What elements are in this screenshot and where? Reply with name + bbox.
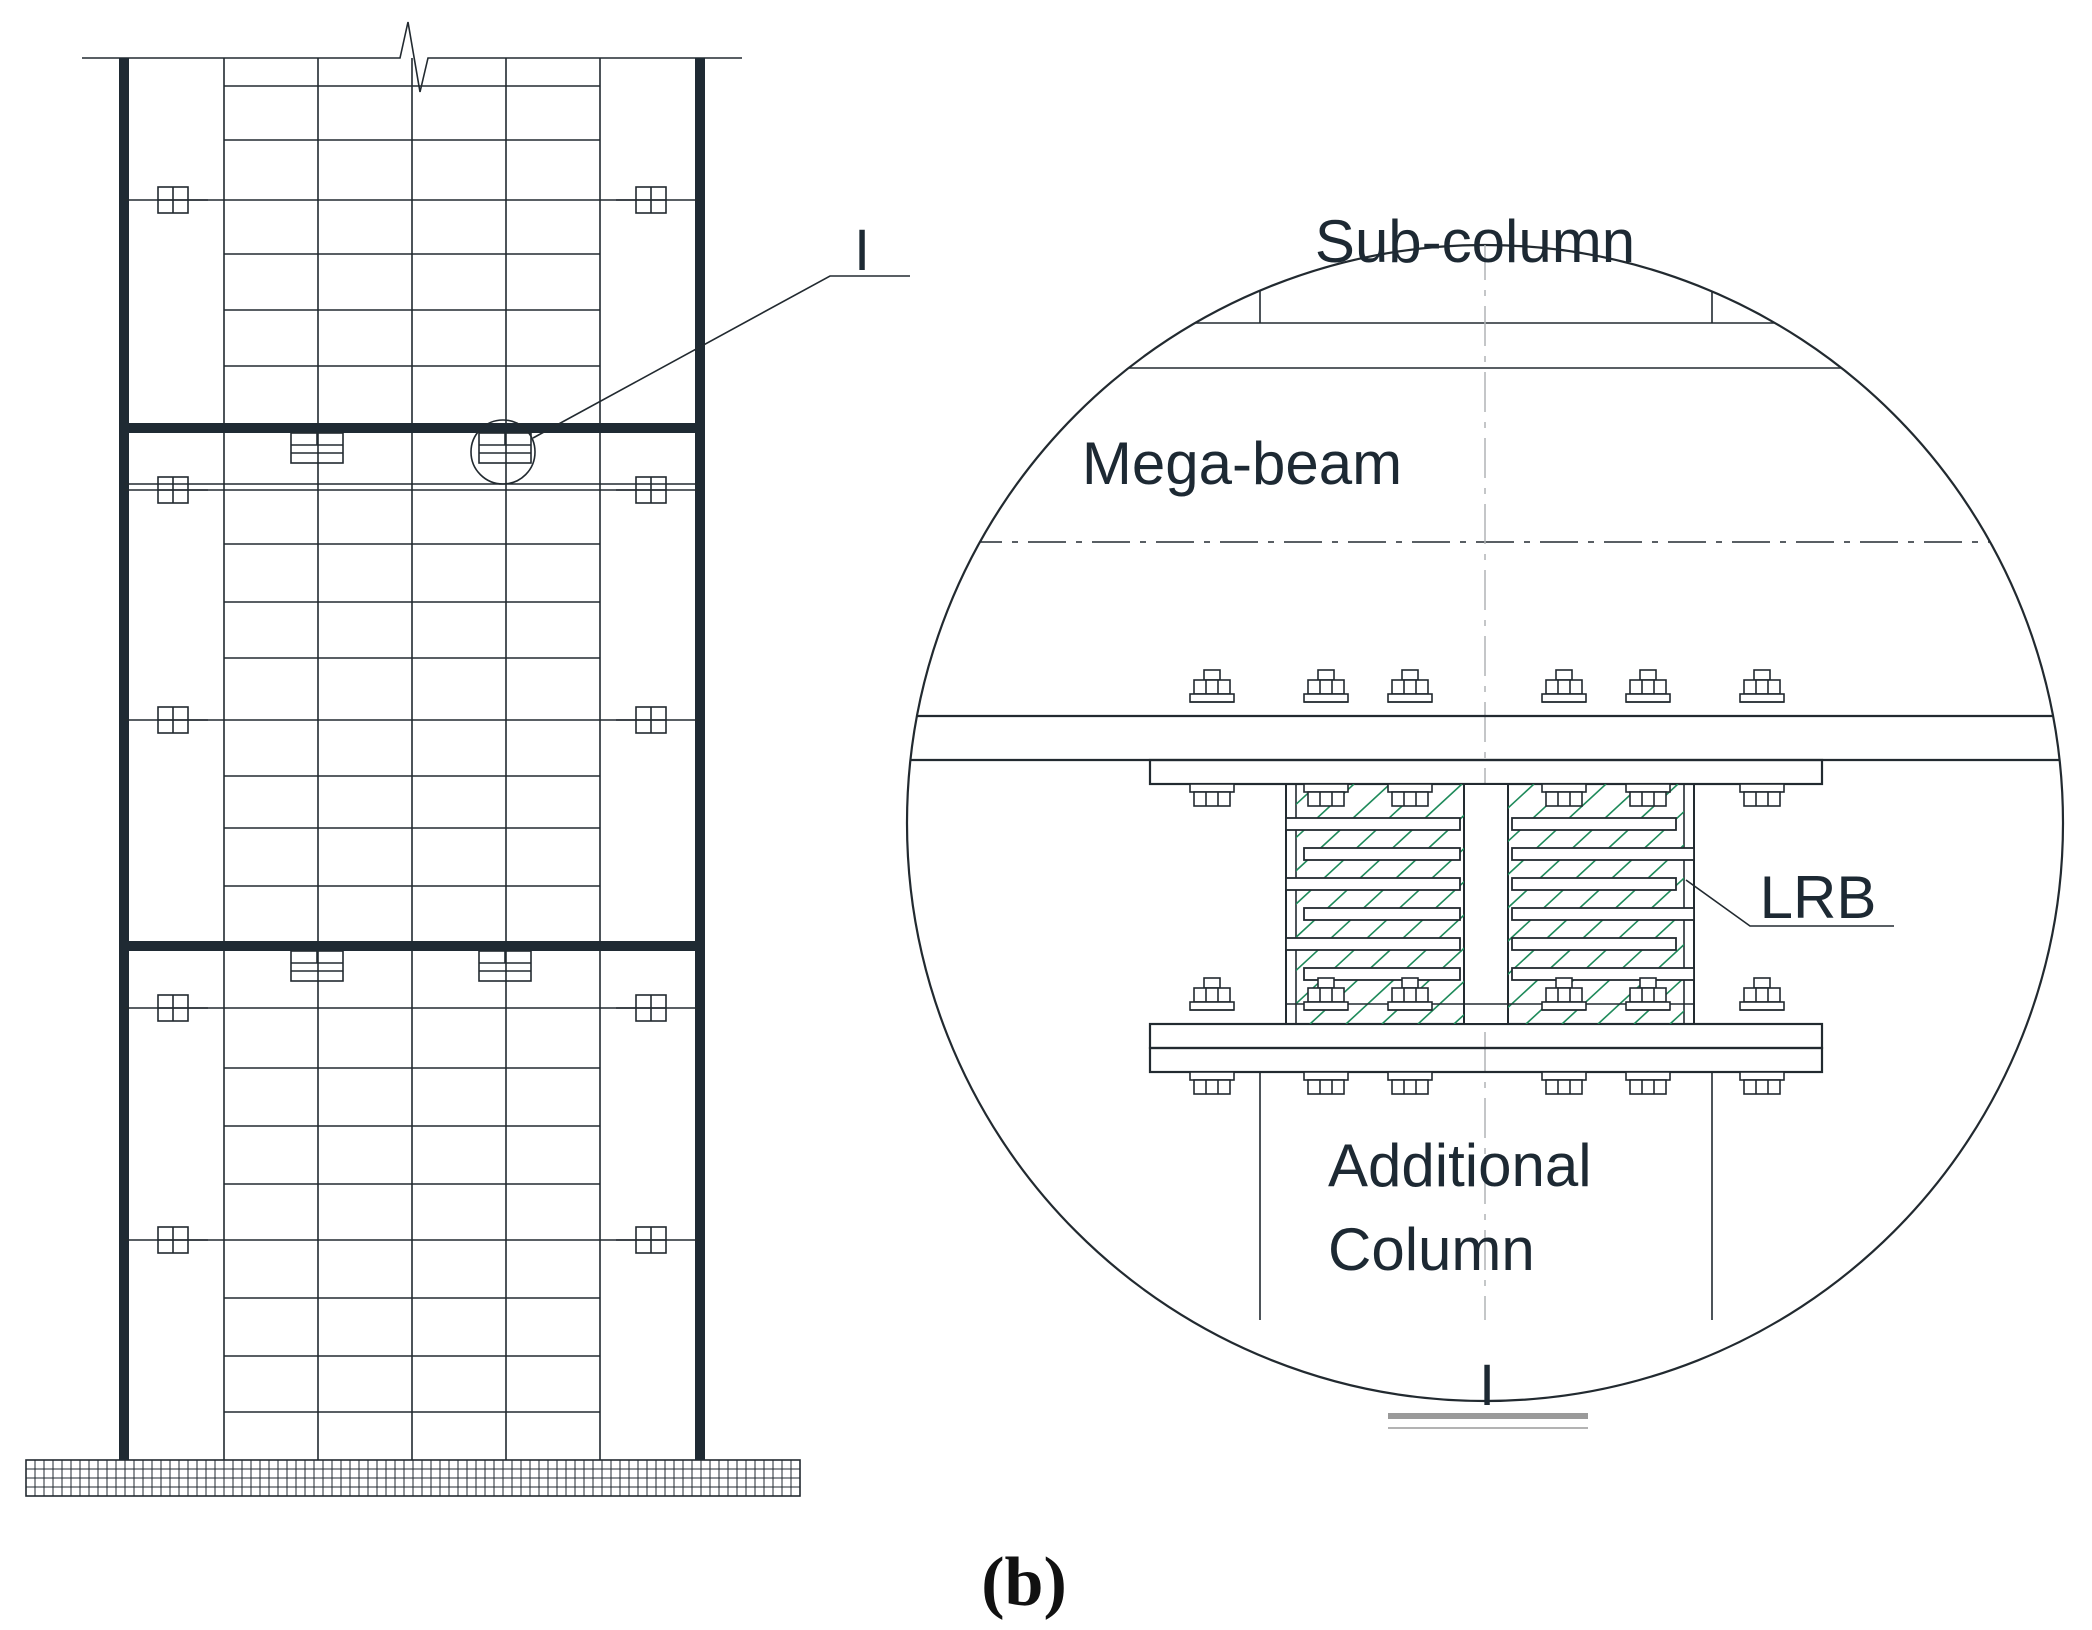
side-bearing-symbol	[157, 186, 208, 214]
mega-frame	[119, 58, 705, 1460]
bolt	[1739, 669, 1785, 703]
beam-bearing-symbol	[290, 432, 344, 464]
bolt	[1387, 977, 1433, 1011]
side-bearing-symbol	[157, 476, 208, 504]
bottom-connection-plate	[1148, 1022, 1824, 1050]
anchor-bolts	[1189, 669, 1785, 1095]
additional-column-label-line1: Additional	[1328, 1132, 1592, 1199]
steel-shim	[1511, 847, 1695, 861]
steel-shim	[1285, 817, 1461, 831]
bolt-nut	[1303, 1071, 1349, 1095]
bolt-nut	[1739, 783, 1785, 807]
bolt-nut	[1189, 783, 1235, 807]
bolt	[1303, 977, 1349, 1011]
mega-beam-label: Mega-beam	[1082, 430, 1402, 497]
bolt	[1625, 977, 1671, 1011]
beam-bearing-symbol	[478, 950, 532, 982]
additional-column-label-line2: Column	[1328, 1216, 1535, 1283]
bottom-embedded-plate	[1148, 1046, 1824, 1074]
bolt-nut	[1387, 783, 1433, 807]
bolt-nut	[1625, 783, 1671, 807]
side-bearing-symbol	[616, 476, 667, 504]
steel-shim	[1303, 907, 1461, 921]
side-bearing-symbol	[616, 994, 667, 1022]
top-connection-plate	[1148, 758, 1824, 786]
lrb-bearing	[1285, 783, 1695, 1025]
steel-shim	[1511, 937, 1677, 951]
bolt	[1541, 669, 1587, 703]
sub-frame-floors	[124, 85, 700, 1413]
bolt-nut	[1541, 783, 1587, 807]
section-mark-bottom: I	[1479, 1353, 1495, 1418]
steel-shim	[1285, 937, 1461, 951]
bolt	[1625, 669, 1671, 703]
bolt-nut	[1625, 1071, 1671, 1095]
figure-caption: (b)	[981, 1544, 1067, 1621]
foundation	[25, 1459, 801, 1497]
lrb-label: LRB	[1760, 864, 1877, 931]
steel-shim	[1511, 907, 1695, 921]
isolation-bearings	[157, 186, 667, 1254]
steel-shim	[1511, 967, 1695, 981]
core-tube	[223, 58, 601, 1460]
bolt-nut	[1541, 1071, 1587, 1095]
bolt	[1189, 669, 1235, 703]
side-bearing-symbol	[157, 706, 208, 734]
bolt	[1303, 669, 1349, 703]
beam-bearing-symbol	[478, 432, 532, 464]
frame-elevation: I	[25, 21, 910, 1497]
bolt-nut	[1303, 783, 1349, 807]
break-line	[82, 21, 742, 93]
side-bearing-symbol	[616, 706, 667, 734]
section-mark-top: I	[854, 218, 870, 283]
steel-shim	[1511, 877, 1677, 891]
bolt	[1739, 977, 1785, 1011]
detail-callout: I	[470, 218, 910, 485]
side-bearing-symbol	[157, 994, 208, 1022]
steel-shim	[1511, 817, 1677, 831]
bolt	[1189, 977, 1235, 1011]
section-mark-bottom-group: I	[1388, 1353, 1588, 1429]
lead-core	[1463, 783, 1509, 1025]
side-bearing-symbol	[157, 1226, 208, 1254]
bolt-nut	[1739, 1071, 1785, 1095]
bolt-nut	[1387, 1071, 1433, 1095]
bolt	[1387, 669, 1433, 703]
side-bearing-symbol	[616, 186, 667, 214]
lrb-detail: Sub-column Mega-beam LRB Additional Colu…	[905, 208, 2065, 1429]
bolt-nut	[1189, 1071, 1235, 1095]
lrb-callout: LRB	[1685, 864, 1894, 931]
beam-bearing-symbol	[290, 950, 344, 982]
steel-shim	[1285, 877, 1461, 891]
side-bearing-symbol	[616, 1226, 667, 1254]
sub-column-label: Sub-column	[1315, 208, 1635, 275]
steel-shim	[1303, 847, 1461, 861]
steel-shim	[1303, 967, 1461, 981]
bolt	[1541, 977, 1587, 1011]
